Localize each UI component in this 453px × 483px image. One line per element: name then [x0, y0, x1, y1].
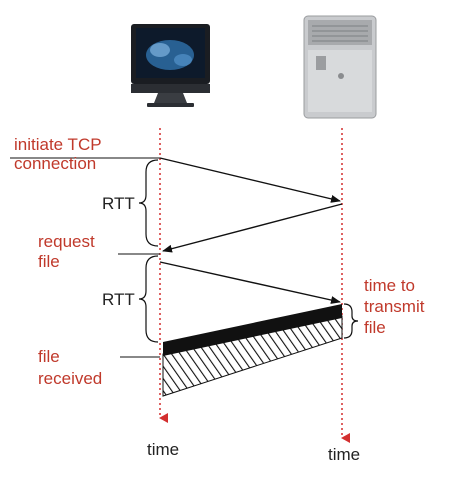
syn-arrow	[159, 157, 341, 203]
imac-computer-icon	[131, 24, 210, 107]
file-transmission-solid	[163, 304, 342, 356]
request-label-line2: file	[38, 252, 60, 271]
transmit-brace	[343, 303, 359, 339]
initiate-label-line1: initiate TCP	[14, 135, 102, 154]
synack-arrow	[162, 203, 343, 253]
rtt-first-label: RTT	[102, 194, 135, 213]
transmit-label-line2: transmit	[364, 297, 425, 316]
rtt-brace-first	[138, 159, 159, 247]
client-time-label: time	[147, 440, 179, 459]
rtt-second-label: RTT	[102, 290, 135, 309]
request-arrow	[159, 261, 341, 304]
rtt-brace-second	[138, 255, 159, 343]
initiate-label-line2: connection	[14, 154, 96, 173]
server-time-label: time	[328, 445, 360, 464]
received-label-line1: file	[38, 347, 60, 366]
transmit-label-line3: file	[364, 318, 386, 337]
tower-server-icon	[303, 15, 377, 119]
received-label-line2: received	[38, 369, 102, 388]
request-label-line1: request	[38, 232, 95, 251]
transmit-label-line1: time to	[364, 276, 415, 295]
